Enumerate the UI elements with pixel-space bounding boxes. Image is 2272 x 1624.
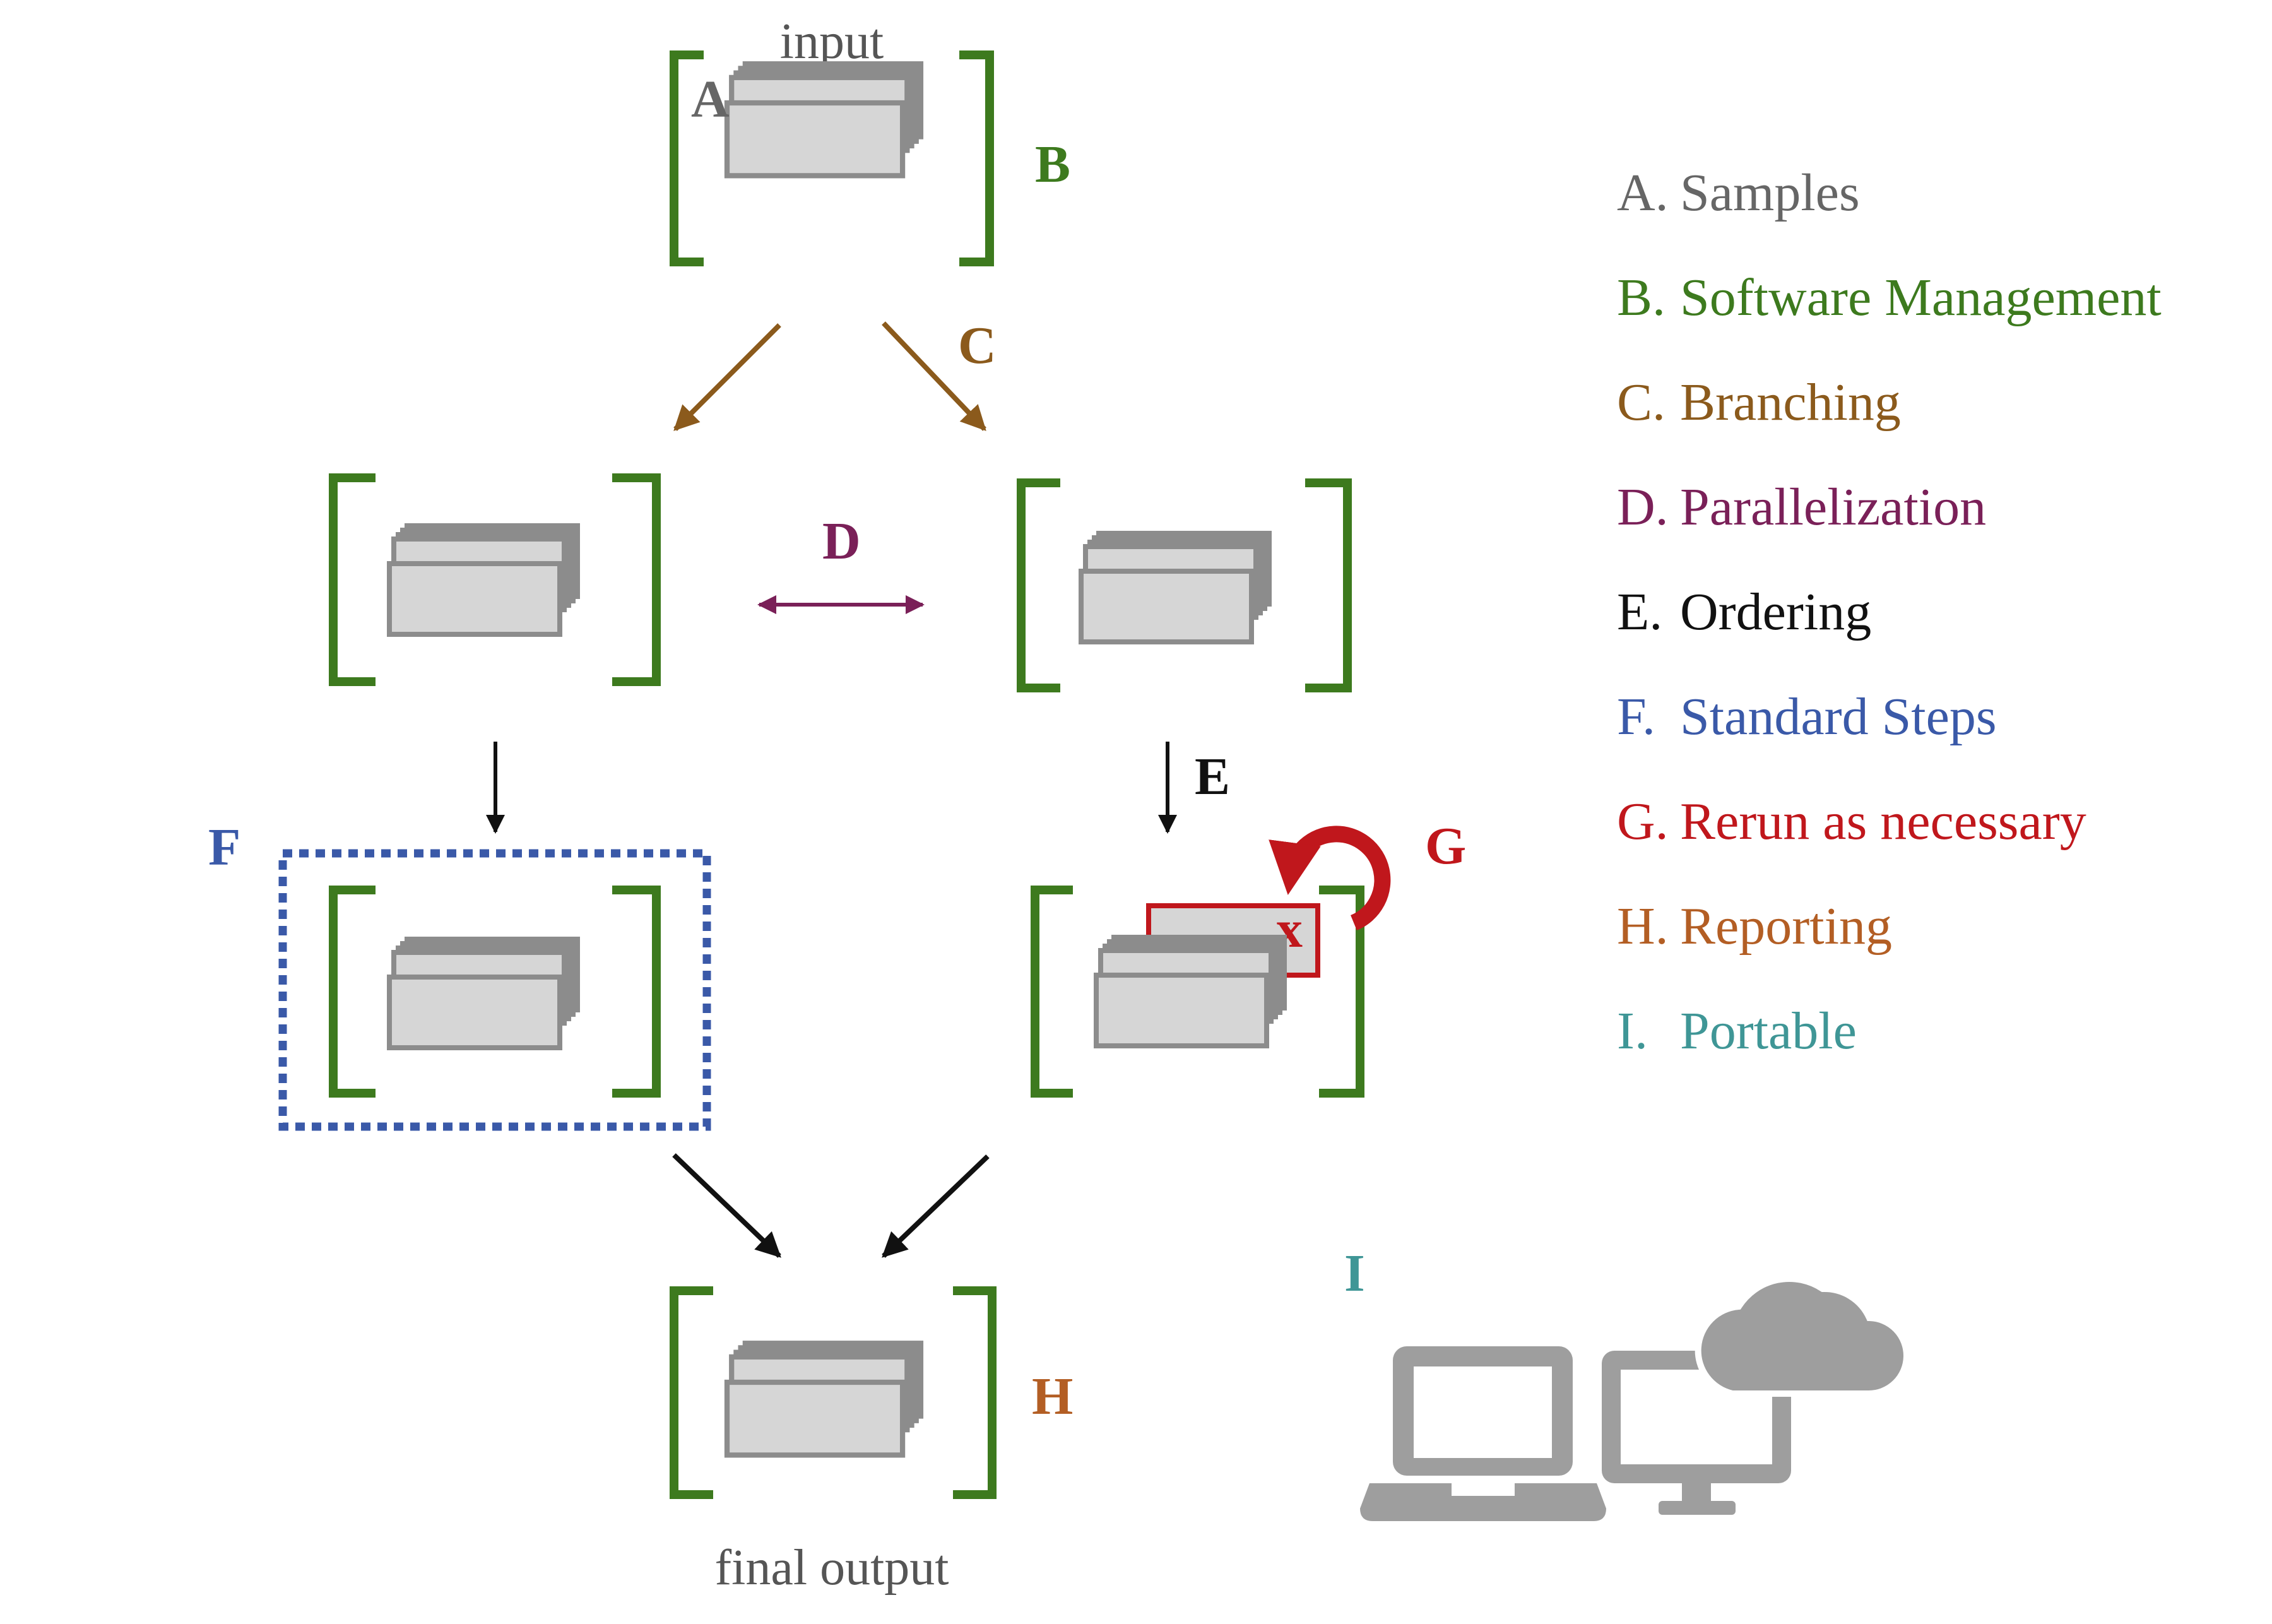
stacked-cards-icon xyxy=(727,64,921,175)
legend-item-F: F. Standard Steps xyxy=(1617,687,1997,746)
legend-prefix: B. xyxy=(1617,268,1666,327)
label-A: A xyxy=(691,70,730,129)
stacked-cards-icon xyxy=(1096,937,1284,1046)
legend-text: Branching xyxy=(1680,373,1901,432)
legend-item-B: B.Software Management xyxy=(1617,268,2162,327)
step-bracket-bottom xyxy=(670,1286,997,1499)
label-E: E xyxy=(1195,747,1230,806)
legend-prefix: H. xyxy=(1617,897,1669,956)
step-bracket-top xyxy=(670,50,994,266)
laptop-icon xyxy=(1360,1346,1606,1521)
legend-text: Samples xyxy=(1680,163,1860,222)
step-bracket-low-left xyxy=(329,886,661,1098)
cloud-icon xyxy=(1695,1275,1910,1397)
label-H: H xyxy=(1032,1367,1073,1426)
legend-text: Rerun as necessary xyxy=(1680,792,2086,851)
label-G: G xyxy=(1425,817,1466,875)
final-output-caption: final output xyxy=(714,1540,949,1596)
stacked-cards-icon xyxy=(1081,533,1269,642)
legend-text: Ordering xyxy=(1680,583,1871,641)
label-D: D xyxy=(822,512,861,571)
label-F: F xyxy=(208,818,240,877)
legend-item-G: G.Rerun as necessary xyxy=(1617,792,2086,851)
input-caption: input xyxy=(780,14,884,69)
legend-item-H: H.Reporting xyxy=(1617,897,1892,956)
stacked-cards-icon xyxy=(389,526,577,634)
label-C: C xyxy=(958,316,997,375)
stacked-cards-icon xyxy=(389,939,577,1048)
legend-prefix: C. xyxy=(1617,373,1666,432)
legend-item-E: E. Ordering xyxy=(1617,583,1871,641)
legend-prefix: F. xyxy=(1617,687,1655,746)
stacked-cards-icon xyxy=(727,1343,921,1455)
legend-text: Standard Steps xyxy=(1680,687,1997,746)
legend-prefix: G. xyxy=(1617,792,1669,851)
legend-item-C: C.Branching xyxy=(1617,373,1901,432)
step-bracket-low-right xyxy=(1031,886,1364,1098)
legend-text: Software Management xyxy=(1680,268,2162,327)
legend-item-A: A.Samples xyxy=(1617,163,1860,222)
legend-prefix: E. xyxy=(1617,583,1662,641)
label-B: B xyxy=(1035,135,1070,194)
legend-prefix: A. xyxy=(1617,163,1669,222)
merge-arrows xyxy=(672,1153,990,1258)
rerun-loop-icon xyxy=(1269,826,1391,931)
label-I: I xyxy=(1344,1244,1365,1303)
standard-steps-box xyxy=(278,849,711,1131)
legend-text: Parallelization xyxy=(1680,478,1986,536)
legend-item-I: I. Portable xyxy=(1617,1002,1857,1060)
step-bracket-mid-left xyxy=(329,473,661,686)
legend-text: Portable xyxy=(1680,1002,1857,1060)
legend-item-D: D.Parallelization xyxy=(1617,478,1986,536)
step-bracket-mid-right xyxy=(1017,478,1352,692)
legend-text: Reporting xyxy=(1680,897,1892,956)
legend-prefix: D. xyxy=(1617,478,1669,536)
legend-prefix: I. xyxy=(1617,1002,1648,1060)
branching-arrows xyxy=(673,321,986,431)
